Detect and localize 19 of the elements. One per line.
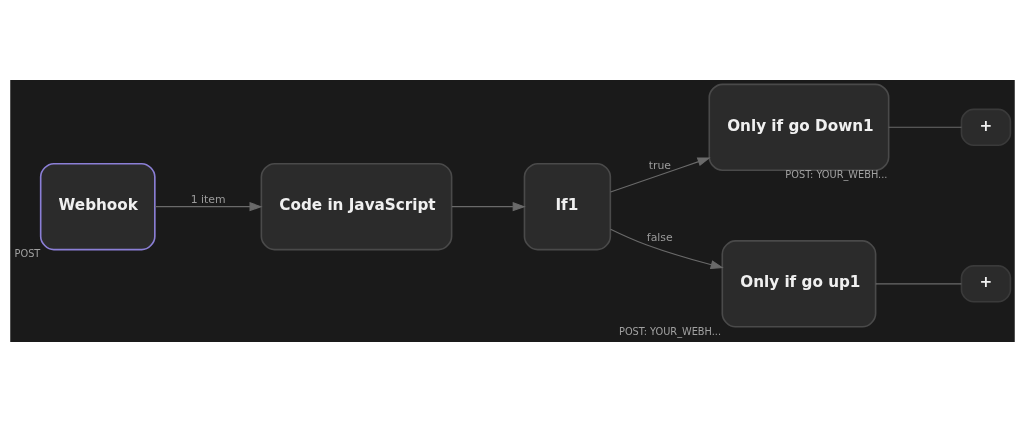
node-label: POST: YOUR_WEBH... xyxy=(784,168,887,180)
node-box: Webhook xyxy=(39,162,156,250)
connector xyxy=(874,282,962,284)
node-box: Code in JavaScript xyxy=(260,162,452,250)
node-label: POST: YOUR_WEBH... xyxy=(618,325,721,337)
arrow xyxy=(609,228,724,269)
edge-label: true xyxy=(648,158,671,172)
arrow xyxy=(450,201,526,211)
node-box: + xyxy=(960,108,1011,146)
edge-label: 1 item xyxy=(190,192,226,206)
arrow xyxy=(154,201,263,211)
edge-label: false xyxy=(646,230,673,244)
node-box: + xyxy=(960,264,1011,303)
arrow xyxy=(609,156,711,193)
node-box: Only if go up1 xyxy=(721,239,876,328)
connector xyxy=(887,126,962,128)
node-label: POST xyxy=(14,247,40,259)
node-box: Only if go Down1 xyxy=(707,83,889,171)
node-box: If1 xyxy=(523,162,611,250)
